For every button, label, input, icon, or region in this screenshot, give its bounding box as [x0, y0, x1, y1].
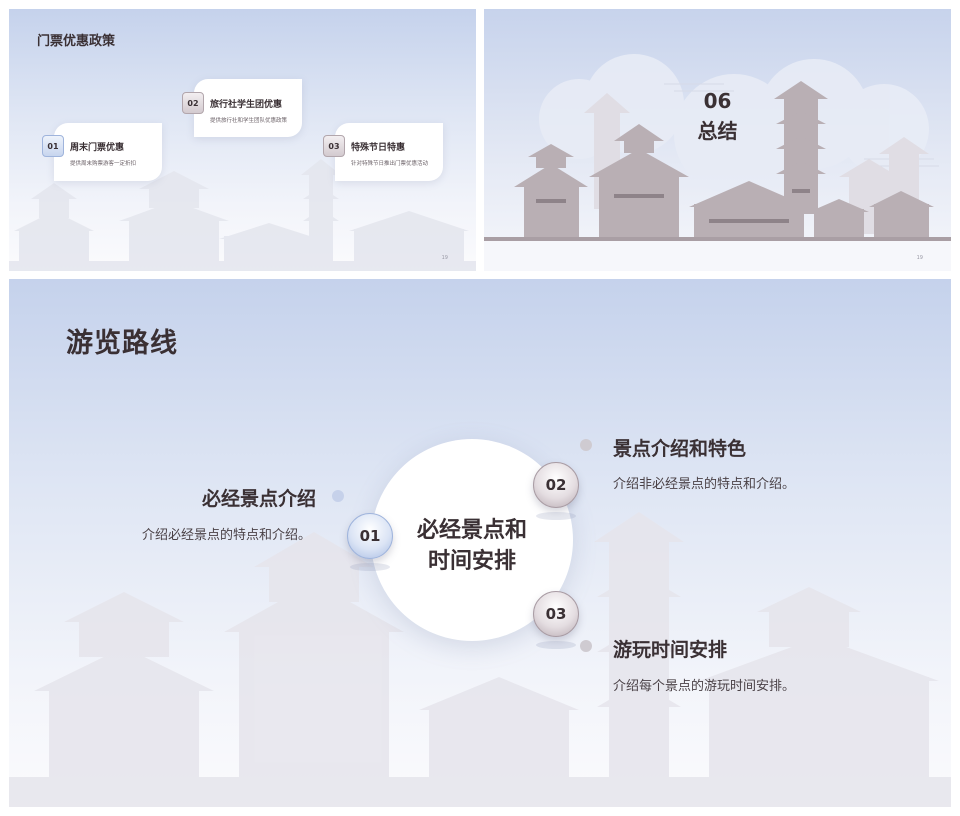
route-item-desc: 介绍每个景点的游玩时间安排。 — [613, 679, 796, 694]
card-title: 特殊节日特惠 — [351, 143, 406, 153]
slide-summary-section[interactable]: 06 总结 19 — [484, 9, 951, 271]
page-number: 19 — [916, 255, 923, 261]
route-item-title: 景点介绍和特色 — [613, 438, 747, 460]
bullet-dot — [580, 439, 592, 451]
route-item-desc: 介绍必经景点的特点和介绍。 — [142, 528, 312, 543]
slide-tour-route[interactable]: 游览路线 必经景点和 时间安排 01 必经景点介绍 介绍必经景点的特点和介绍。 … — [9, 279, 951, 807]
center-topic-line1: 必经景点和 — [416, 518, 527, 543]
section-title: 总结 — [697, 119, 738, 143]
card-title: 旅行社学生团优惠 — [210, 100, 283, 110]
route-item-desc: 介绍非必经景点的特点和介绍。 — [613, 477, 796, 492]
section-number: 06 — [703, 89, 732, 113]
page-number: 19 — [441, 255, 448, 261]
card-number-badge: 03 — [323, 135, 345, 157]
card-desc: 针对特殊节日推出门票优惠活动 — [351, 161, 429, 167]
route-item-title: 必经景点介绍 — [202, 488, 317, 510]
slide-title: 门票优惠政策 — [37, 34, 116, 49]
discount-card-holiday[interactable]: 特殊节日特惠 针对特殊节日推出门票优惠活动 — [335, 123, 443, 181]
badge-reflection — [350, 563, 390, 571]
card-number-badge: 01 — [42, 135, 64, 157]
pagoda-skyline-illustration — [9, 159, 476, 271]
card-desc: 提供旅行社和学生团队优惠政策 — [210, 118, 288, 124]
slide-title: 游览路线 — [66, 328, 178, 359]
route-number-badge-03: 03 — [533, 591, 579, 637]
center-topic-line2: 时间安排 — [427, 549, 516, 574]
discount-card-group[interactable]: 旅行社学生团优惠 提供旅行社和学生团队优惠政策 — [194, 79, 302, 137]
bullet-dot — [332, 490, 344, 502]
route-number-badge-02: 02 — [533, 462, 579, 508]
pagoda-skyline-illustration — [484, 54, 951, 271]
badge-reflection — [536, 641, 576, 649]
card-number-badge: 02 — [182, 92, 204, 114]
slide-ticket-discount[interactable]: 门票优惠政策 周末门票优惠 提供周末购票游客一定折扣 01 旅行社学生团优惠 提… — [9, 9, 476, 271]
route-number-badge-01: 01 — [347, 513, 393, 559]
badge-reflection — [536, 512, 576, 520]
bullet-dot — [580, 640, 592, 652]
pagoda-skyline-illustration — [9, 512, 951, 807]
discount-card-weekend[interactable]: 周末门票优惠 提供周末购票游客一定折扣 — [54, 123, 162, 181]
card-desc: 提供周末购票游客一定折扣 — [70, 161, 137, 167]
route-item-title: 游玩时间安排 — [613, 639, 728, 661]
card-title: 周末门票优惠 — [70, 143, 125, 153]
